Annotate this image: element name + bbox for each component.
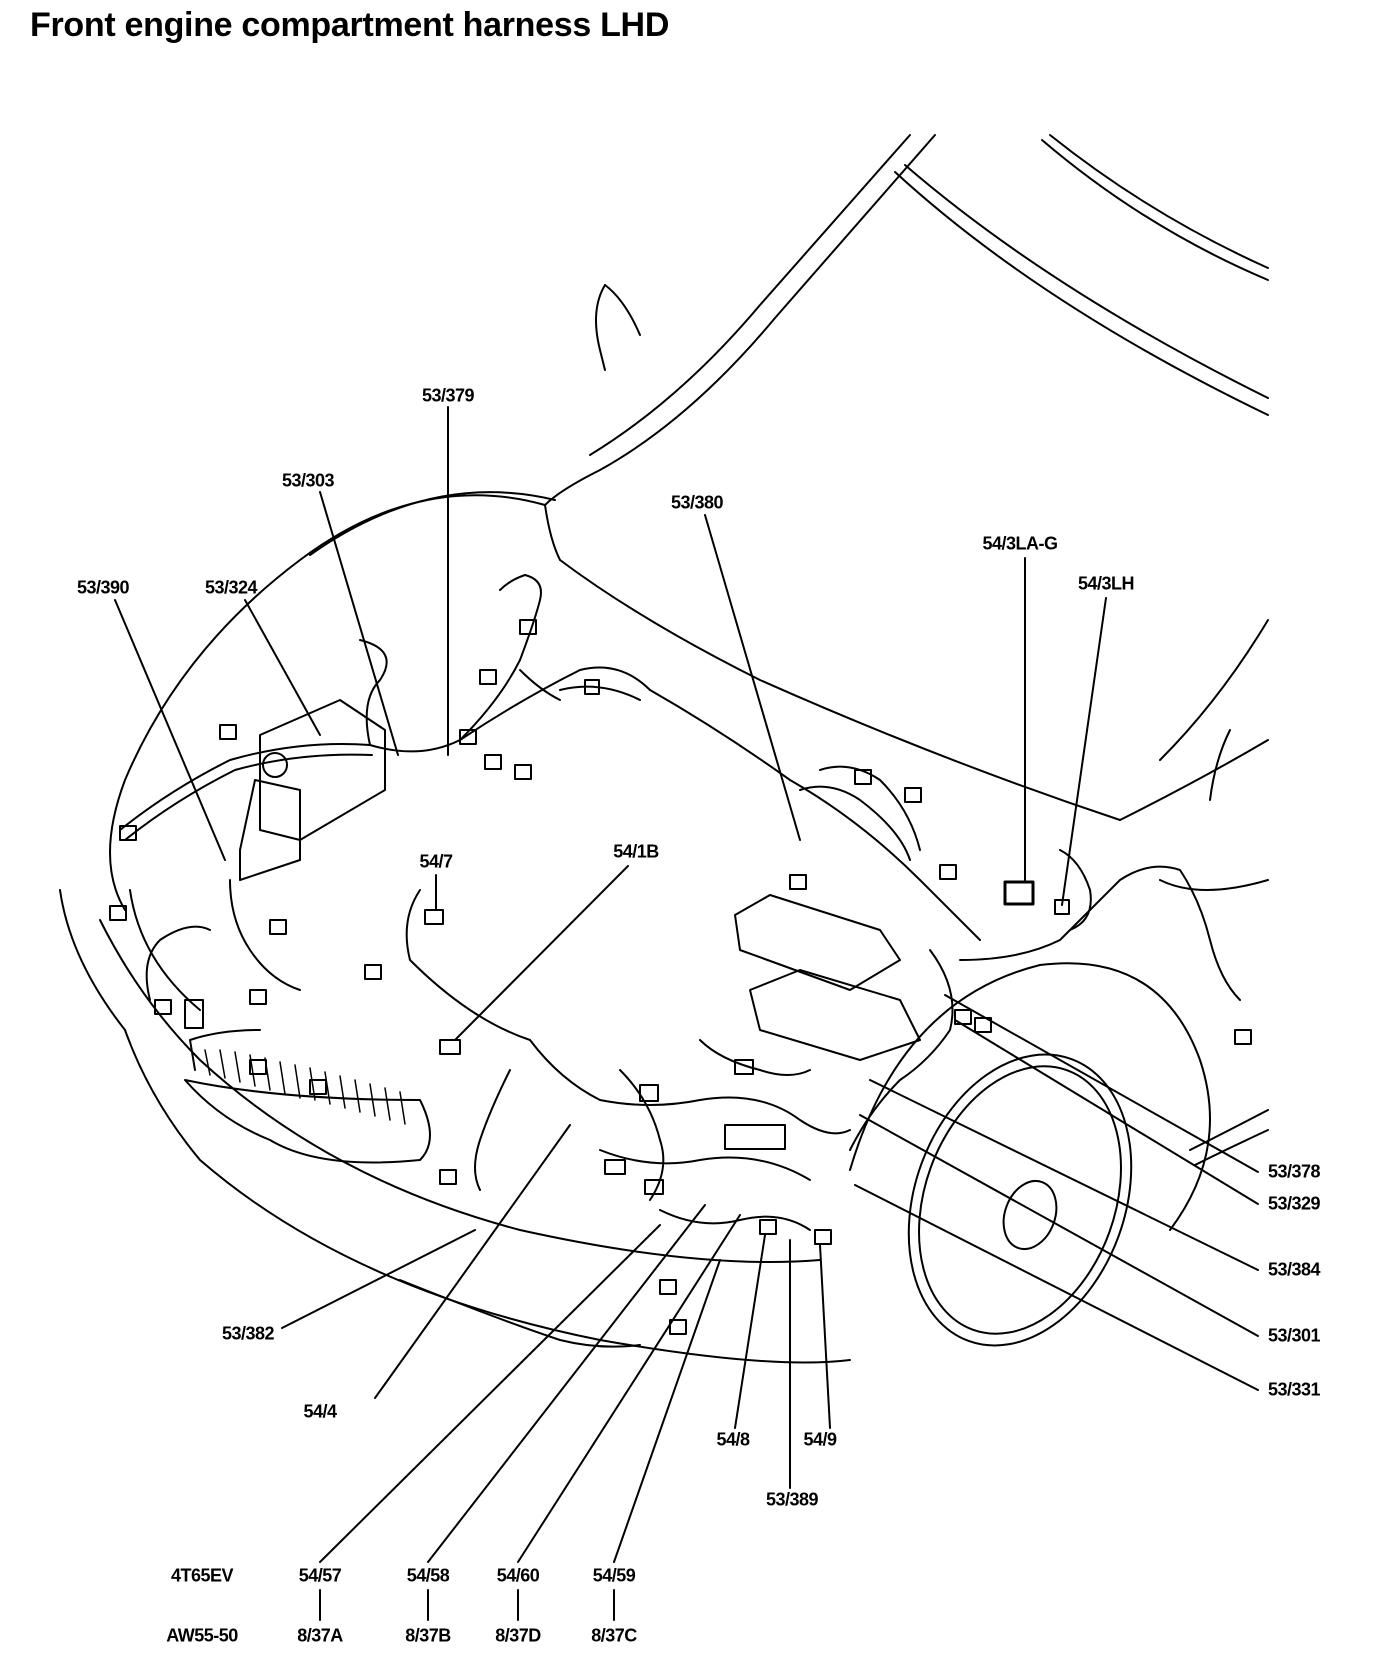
- grille-slats: [204, 1049, 406, 1125]
- connector-label: 54/57: [298, 1565, 342, 1586]
- callout-54-3LA-G: 54/3LA-G: [982, 533, 1058, 554]
- engine-components: [239, 699, 921, 1061]
- callout-54-9: 54/9: [803, 1429, 837, 1450]
- connectors: [109, 619, 1252, 1335]
- callout-54-7: 54/7: [419, 851, 453, 872]
- callout-53-379: 53/379: [421, 385, 475, 406]
- connector: [219, 724, 237, 740]
- connector-label: 8/37C: [591, 1625, 637, 1646]
- callout-54-4: 54/4: [303, 1401, 337, 1422]
- connector-label: 8/37A: [297, 1625, 343, 1646]
- connector-label: 54/59: [592, 1565, 636, 1586]
- callout-53-389: 53/389: [765, 1489, 819, 1510]
- callout-53-301: 53/301: [1268, 1325, 1321, 1346]
- connector-label: 54/60: [496, 1565, 540, 1586]
- fender-and-wheel: [849, 729, 1269, 1347]
- callout-54-8: 54/8: [716, 1429, 750, 1450]
- callout-53-303: 53/303: [281, 470, 335, 491]
- connector-label: 8/37B: [405, 1625, 451, 1646]
- callout-53-331: 53/331: [1268, 1379, 1321, 1400]
- leader-lines: [114, 406, 1259, 1621]
- connector-label: 54/58: [406, 1565, 450, 1586]
- wiring-harness: [119, 574, 1241, 1231]
- callout-53-390: 53/390: [76, 577, 130, 598]
- variant-label-aw55-50: AW55-50: [166, 1625, 238, 1646]
- callout-53-384: 53/384: [1268, 1259, 1321, 1280]
- callout-53-380: 53/380: [670, 492, 724, 513]
- callout-53-329: 53/329: [1268, 1193, 1321, 1214]
- hood-outline: [109, 491, 1269, 911]
- callout-54-1B: 54/1B: [613, 841, 659, 862]
- callout-54-3LH: 54/3LH: [1077, 573, 1135, 594]
- bumper-and-grille: [59, 889, 851, 1364]
- callout-53-324: 53/324: [204, 577, 258, 598]
- variant-label-4t65ev: 4T65EV: [170, 1565, 234, 1586]
- diagram-title: Front engine compartment harness LHD: [30, 6, 670, 44]
- callout-53-382: 53/382: [221, 1323, 275, 1344]
- callout-53-378: 53/378: [1268, 1161, 1321, 1182]
- windshield-outline: [544, 134, 1269, 506]
- connector-label: 8/37D: [495, 1625, 541, 1646]
